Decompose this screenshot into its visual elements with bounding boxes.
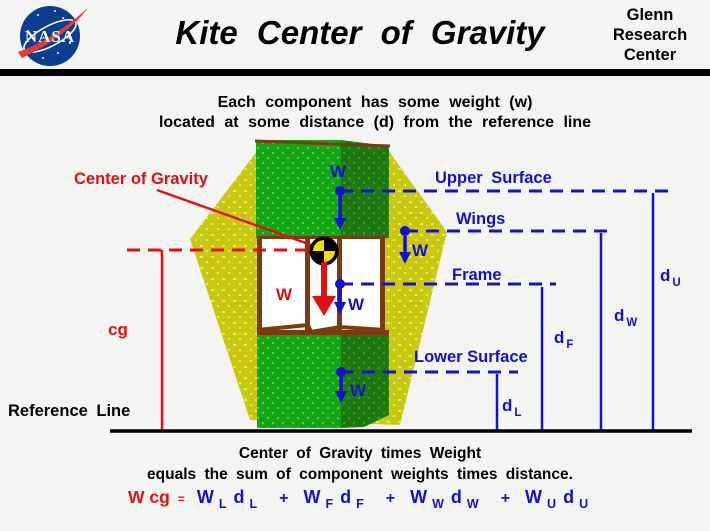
weight-label-wings: W <box>412 241 429 260</box>
term-wings-d: d <box>450 487 462 507</box>
term-upper-dsub: U <box>579 497 589 511</box>
reference-line-label: Reference Line <box>8 402 131 420</box>
weight-label-upper: W <box>330 162 347 181</box>
distance-label-df-d: d <box>554 328 565 347</box>
page-title: Kite Center of Gravity <box>175 14 545 51</box>
distance-label-dw-d: d <box>614 306 625 325</box>
caption-text: Center of Gravity times Weight equals th… <box>40 443 680 485</box>
term-lower-dsub: L <box>249 497 258 511</box>
org-line-3: Center <box>623 46 677 64</box>
org-line-1: Glenn <box>626 6 674 24</box>
caption-line-2: equals the sum of component weights time… <box>147 466 573 483</box>
equation-plus-2: + <box>385 490 396 507</box>
term-lower-w: W <box>196 487 214 507</box>
kite-lower-cell <box>257 330 389 428</box>
weight-label-frame-red: W <box>276 285 293 304</box>
surface-label-wings: Wings <box>456 210 506 228</box>
cg-weight-arrow <box>312 262 336 316</box>
intro-line-2: located at some distance (d) from the re… <box>158 114 592 131</box>
term-upper-d: d <box>563 487 575 507</box>
distance-label-dl-sub: L <box>514 407 522 419</box>
lower-surface-marker <box>335 367 518 403</box>
upper-surface-marker <box>334 186 672 230</box>
term-upper-wsub: U <box>547 497 557 511</box>
distance-label-dl-d: d <box>502 396 513 415</box>
cg-pointer-line <box>156 188 318 249</box>
caption-line-1: Center of Gravity times Weight <box>238 445 482 462</box>
distance-label-dw-sub: W <box>626 317 638 329</box>
term-upper-w: W <box>525 487 543 507</box>
org-line-2: Research <box>612 26 688 44</box>
nasa-logo-swoosh <box>18 8 88 58</box>
term-lower-d: d <box>233 487 245 507</box>
term-frame-dsub: F <box>356 497 364 511</box>
surface-label-frame: Frame <box>452 266 502 284</box>
frame-marker <box>334 279 556 314</box>
term-wings-wsub: W <box>432 497 444 511</box>
nasa-logo-graphic: NASA <box>18 6 88 66</box>
wings-marker <box>399 226 611 264</box>
term-frame-d: d <box>340 487 352 507</box>
header-divider <box>0 69 710 76</box>
cg-label: cg <box>108 320 128 339</box>
cg-symbol <box>309 236 339 266</box>
term-wings-dsub: W <box>466 497 479 511</box>
center-of-gravity-label: Center of Gravity <box>74 170 208 188</box>
intro-text: Each component has some weight (w) locat… <box>55 93 695 133</box>
nasa-logo: NASA <box>8 3 94 69</box>
kite-upper-cell <box>254 139 391 238</box>
surface-label-lower: Lower Surface <box>414 348 528 366</box>
org-name: Glenn Research Center <box>598 5 702 65</box>
distance-label-du-sub: U <box>672 277 681 289</box>
distance-label-du-d: d <box>660 266 671 285</box>
surface-label-upper: Upper Surface <box>435 169 552 187</box>
equation-equals: = <box>177 492 185 506</box>
distance-label-df-sub: F <box>566 339 574 351</box>
term-lower-wsub: L <box>218 497 227 511</box>
weight-label-lower: W <box>350 381 367 400</box>
nasa-logo-text: NASA <box>25 27 75 46</box>
term-frame-w: W <box>303 487 321 507</box>
weight-label-frame: W <box>348 295 365 314</box>
equation-plus-1: + <box>279 490 289 507</box>
term-wings-w: W <box>410 487 428 507</box>
equation-plus-3: + <box>500 490 511 507</box>
term-frame-wsub: F <box>325 497 334 511</box>
intro-line-1: Each component has some weight (w) <box>217 94 533 111</box>
equation-lhs: W cg <box>128 487 170 507</box>
